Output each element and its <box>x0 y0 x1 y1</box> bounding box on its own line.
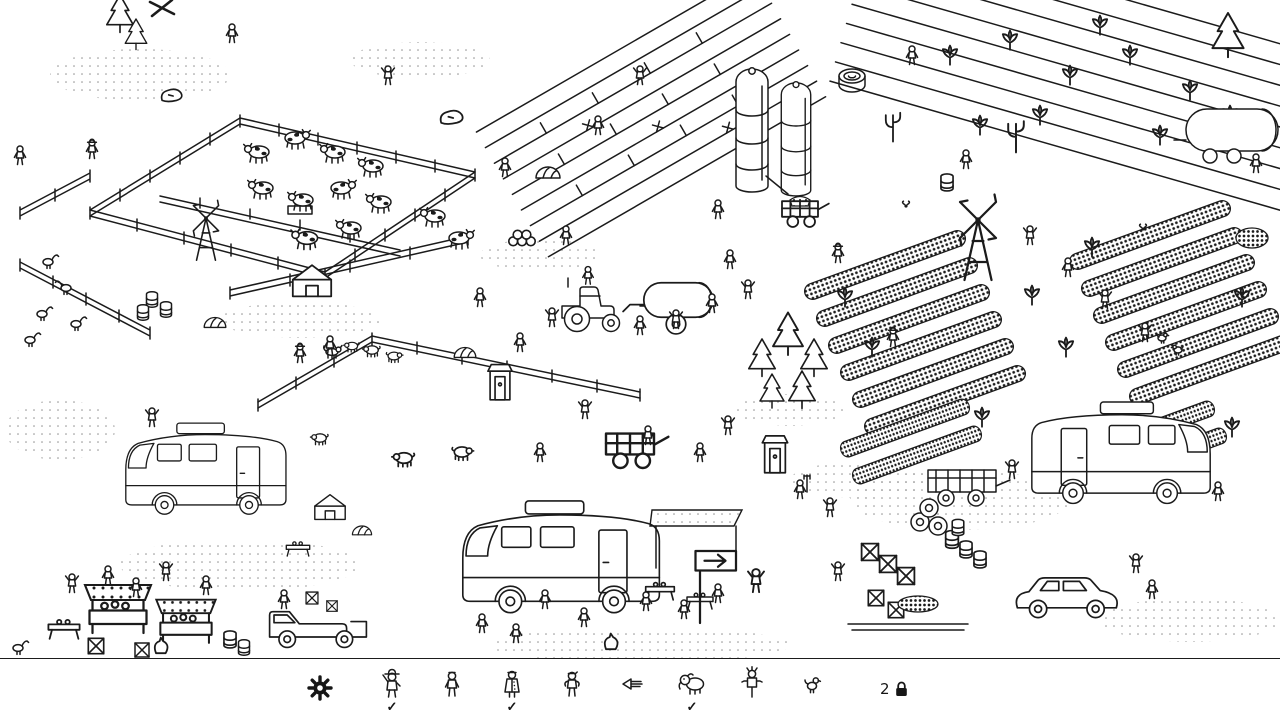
car[interactable] <box>1015 577 1118 619</box>
goose-yard[interactable] <box>19 169 151 348</box>
bottom-toolbar: ✓ ✓ <box>0 658 1280 720</box>
target-farmer-with-hat[interactable]: ✓ <box>370 659 414 720</box>
scarecrow-icon <box>741 666 763 698</box>
target-elephant[interactable]: ✓ <box>670 659 714 720</box>
person-with-cap-icon <box>564 671 580 697</box>
storage-yard[interactable] <box>847 469 1011 631</box>
pig-yard[interactable] <box>257 332 670 470</box>
tree-stump[interactable] <box>838 68 866 93</box>
target-standing-person[interactable] <box>430 659 474 720</box>
lock-icon <box>895 681 907 696</box>
outhouse-2[interactable] <box>761 435 789 474</box>
grain-silos[interactable] <box>735 67 830 228</box>
cacti[interactable] <box>884 111 1025 192</box>
target-person-with-cap[interactable] <box>550 659 594 720</box>
market-stalls[interactable] <box>47 583 251 658</box>
gear-icon <box>307 674 333 701</box>
elephant-icon <box>678 673 705 695</box>
ground-texture <box>5 42 1280 658</box>
found-check: ✓ <box>386 699 398 714</box>
small-horn-icon <box>622 678 643 690</box>
chick-icon <box>804 677 822 694</box>
target-scarecrow[interactable] <box>730 659 774 720</box>
targets-strip: ✓ ✓ <box>370 659 850 720</box>
trellis-crop-field[interactable] <box>475 0 827 258</box>
target-chick[interactable] <box>790 659 834 720</box>
visitors[interactable] <box>13 23 1263 644</box>
target-small-horn[interactable] <box>610 659 654 720</box>
vegetable-beds[interactable] <box>801 197 1280 489</box>
dog-house[interactable] <box>285 493 373 557</box>
locked-targets-counter: 2 <box>880 680 908 698</box>
top-left-decor[interactable] <box>105 0 464 125</box>
campervan-1[interactable] <box>125 422 287 515</box>
locked-count: 2 <box>880 680 890 698</box>
scene-canvas[interactable] <box>0 0 1280 658</box>
campervan-2[interactable] <box>461 500 744 614</box>
tractor-with-tank[interactable] <box>561 277 714 335</box>
found-check: ✓ <box>686 699 698 714</box>
settings-button[interactable] <box>305 674 335 704</box>
farm-trailer[interactable] <box>927 469 1011 507</box>
cattle-pen[interactable] <box>89 114 476 300</box>
leafy-crop-field[interactable] <box>829 0 1280 231</box>
target-person-in-long-coat[interactable]: ✓ <box>490 659 534 720</box>
standing-person-icon <box>444 671 460 697</box>
found-check: ✓ <box>506 699 518 714</box>
person-in-long-coat-icon <box>504 670 520 698</box>
farmer-with-hat-icon <box>382 668 401 698</box>
